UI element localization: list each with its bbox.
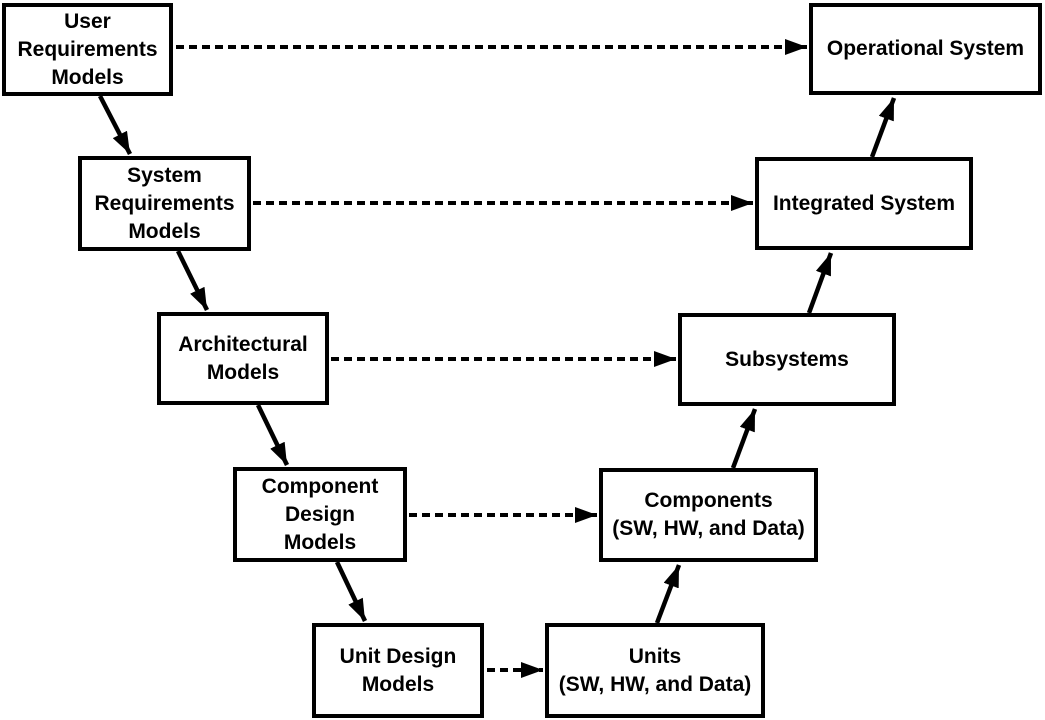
edge-units-to-components [654,564,682,624]
node-subsystems: Subsystems [678,313,896,406]
edge-user-requirements-to-system-requirements [98,94,132,156]
node-architectural-models: Architectural Models [157,312,329,405]
node-component-design-models: Component Design Models [233,467,407,562]
edge-architectural-to-component-design [255,404,290,466]
node-units: Units (SW, HW, and Data) [545,623,765,718]
edge-components-to-subsystems [730,408,758,469]
node-unit-design-models: Unit Design Models [312,623,484,718]
edge-component-design-to-unit-design [334,561,368,622]
node-integrated-system: Integrated System [755,157,973,250]
edge-system-requirements-to-architectural [175,250,210,311]
node-operational-system: Operational System [809,3,1042,95]
node-components: Components (SW, HW, and Data) [599,468,818,562]
edge-subsystems-to-integrated-system [806,252,834,314]
edge-integrated-system-to-operational-system [869,97,897,158]
node-user-requirements-models: User Requirements Models [2,3,173,96]
node-system-requirements-models: System Requirements Models [78,156,251,251]
